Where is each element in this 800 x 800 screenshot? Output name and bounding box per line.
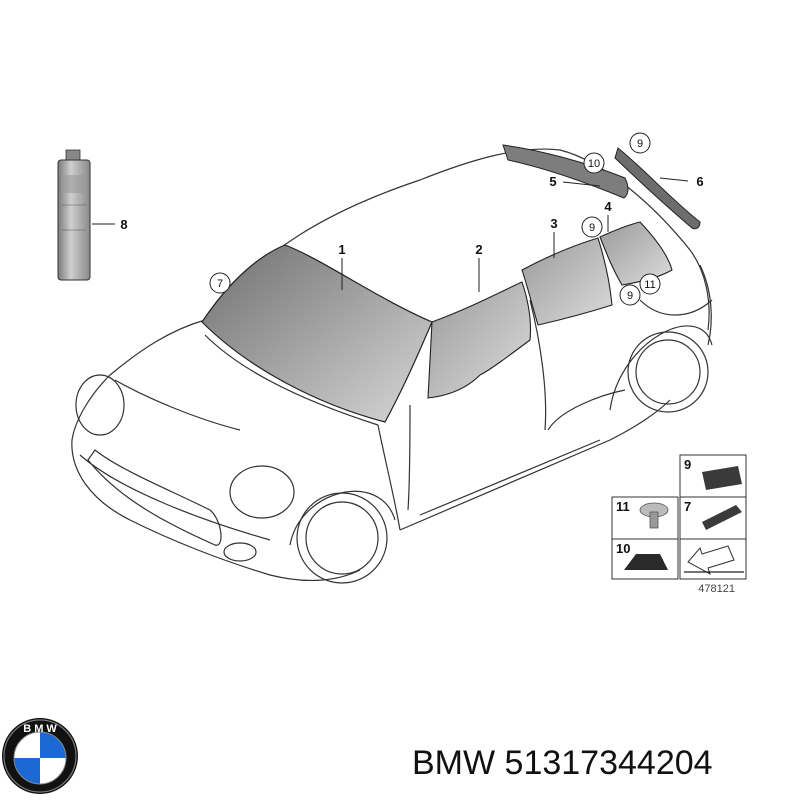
- legend-label-9: 9: [684, 457, 691, 472]
- rear-spoiler: [614, 147, 701, 230]
- callout-9-low: 9: [627, 290, 633, 302]
- rear-side-window: [521, 237, 613, 326]
- legend-label-7: 7: [684, 499, 691, 514]
- legend-label-10: 10: [616, 541, 630, 556]
- bmw-logo: B M W: [2, 718, 78, 794]
- circled-callouts: [209, 132, 661, 306]
- callout-9-top: 9: [637, 138, 643, 150]
- part-number: 51317344204: [504, 744, 713, 782]
- legend-label-11: 11: [616, 499, 630, 514]
- rear-glass-strip: [502, 144, 629, 199]
- callout-8: 8: [120, 217, 127, 232]
- diagram-reference: 478121: [698, 583, 735, 595]
- callout-1: 1: [338, 242, 345, 257]
- adhesive-cartridge: [57, 149, 91, 281]
- callout-5: 5: [549, 174, 556, 189]
- brand-name: BMW: [412, 744, 496, 782]
- callout-2: 2: [475, 242, 482, 257]
- legend-block-10-icon: [624, 554, 668, 570]
- callout-3: 3: [550, 216, 557, 231]
- callout-9-mid: 9: [589, 222, 595, 234]
- legend-arrow-icon: [687, 545, 735, 576]
- legend-clip-11-icon: [639, 502, 669, 529]
- callout-4: 4: [604, 199, 612, 214]
- car-outline: [71, 148, 713, 584]
- callout-11: 11: [644, 279, 655, 291]
- leader-lines: [92, 177, 689, 292]
- legend-pad-9-icon: [702, 466, 742, 490]
- callout-6: 6: [696, 174, 703, 189]
- legend-strip-7-icon: [702, 505, 742, 530]
- windscreen-glass: [201, 244, 433, 423]
- front-side-window: [427, 281, 532, 399]
- callout-10: 10: [588, 158, 600, 170]
- part-caption: BMW 51317344204: [412, 740, 713, 786]
- quarter-window: [599, 221, 673, 286]
- bmw-logo-lettering: B M W: [23, 723, 57, 735]
- callout-7: 7: [217, 278, 223, 290]
